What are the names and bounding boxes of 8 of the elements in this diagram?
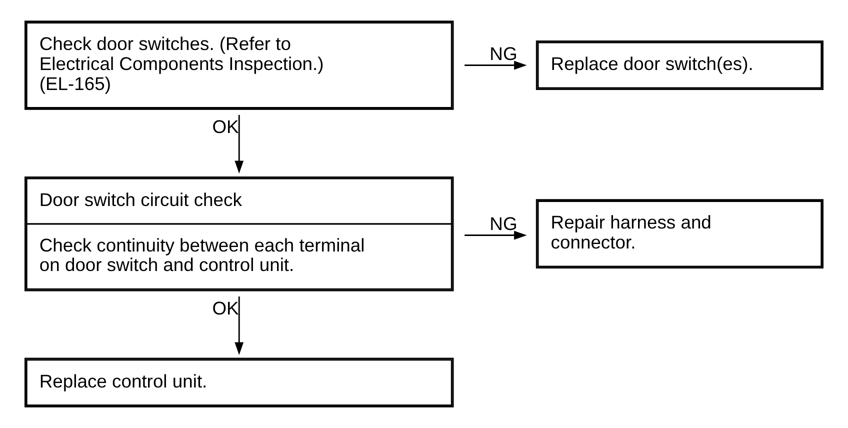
arrow <box>464 230 527 240</box>
edge-label: OK <box>212 116 239 138</box>
edge-label: OK <box>212 298 239 319</box>
arrow <box>234 114 244 174</box>
arrow <box>464 60 527 70</box>
edge-label: NG <box>490 213 518 234</box>
arrow <box>234 296 244 355</box>
edge-label: NG <box>490 43 518 64</box>
